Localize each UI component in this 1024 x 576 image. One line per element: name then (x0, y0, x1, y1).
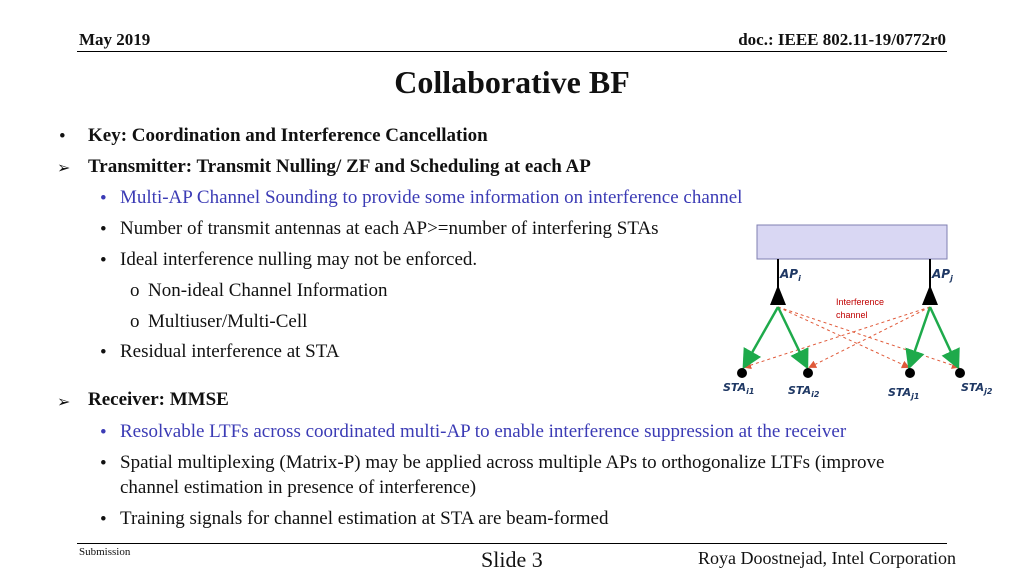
rx-heading: Receiver: MMSE (88, 389, 229, 410)
rx-item-2: Spatial multiplexing (Matrix-P) may be a… (120, 452, 885, 473)
rx-item-3: Training signals for channel estimation … (120, 508, 609, 529)
tx-subitem-1: Non-ideal Channel Information (148, 280, 388, 301)
interference-link (808, 306, 931, 368)
sta-i2-label: STAi2 (788, 384, 820, 399)
sta-j1-dot (905, 368, 915, 378)
ap-i-label: APi (779, 267, 801, 283)
sub-bullet: o (130, 311, 140, 332)
bullet-dot: • (59, 126, 66, 147)
ap-j-antenna-icon (922, 285, 938, 305)
ap-sta-diagram: APi APj STAi1 STAi2 STAj1 STAj2 Interfer… (723, 224, 993, 401)
tx-item-1: Multi-AP Channel Sounding to provide som… (120, 187, 743, 208)
tx-item-2: Number of transmit antennas at each AP>=… (120, 218, 659, 239)
interference-label-2: channel (836, 310, 868, 320)
sta-i1-dot (737, 368, 747, 378)
arrow-bullet-icon: ➢ (57, 160, 71, 177)
arrow-bullet-icon: ➢ (57, 394, 71, 411)
sub-bullet: o (130, 280, 140, 301)
sta-i1-label: STAi1 (723, 381, 754, 396)
direct-link (776, 306, 809, 370)
ap-j-label: APj (931, 267, 953, 283)
interference-link (743, 306, 931, 369)
sta-j1-label: STAj1 (888, 386, 919, 401)
tx-item-4: Residual interference at STA (120, 341, 340, 362)
sta-j2-label: STAj2 (961, 381, 993, 396)
direct-link (905, 306, 932, 370)
bullet-dot: • (100, 422, 107, 443)
sta-i2-dot (803, 368, 813, 378)
tx-subitem-2: Multiuser/Multi-Cell (148, 311, 308, 332)
interference-label: Interference (836, 297, 884, 307)
sta-j2-dot (955, 368, 965, 378)
ap-i-antenna-icon (770, 285, 786, 305)
bullet-dot: • (100, 250, 107, 271)
footer-rule (77, 543, 947, 544)
interference-link (777, 306, 960, 369)
bullet-dot: • (100, 188, 107, 209)
slide-number: Slide 3 (481, 547, 543, 572)
header-doc-id: doc.: IEEE 802.11-19/0772r0 (738, 30, 946, 49)
header-date: May 2019 (79, 30, 151, 49)
bullet-dot: • (100, 453, 107, 474)
bullet-dot: • (100, 342, 107, 363)
backhaul-box (756, 224, 948, 260)
bullet-dot: • (100, 219, 107, 240)
rx-item-1: Resolvable LTFs across coordinated multi… (120, 421, 847, 442)
footer-author: Roya Doostnejad, Intel Corporation (698, 548, 956, 568)
direct-link (742, 306, 780, 370)
tx-heading: Transmitter: Transmit Nulling/ ZF and Sc… (88, 156, 591, 177)
footer-submission: Submission (79, 546, 131, 558)
rx-item-2-cont: channel estimation in presence of interf… (120, 477, 477, 498)
bullet-dot: • (100, 509, 107, 530)
key-line: Key: Coordination and Interference Cance… (88, 125, 488, 146)
direct-link (928, 306, 960, 370)
header-rule (77, 51, 947, 52)
tx-item-3: Ideal interference nulling may not be en… (120, 249, 478, 270)
slide-title: Collaborative BF (394, 64, 630, 100)
